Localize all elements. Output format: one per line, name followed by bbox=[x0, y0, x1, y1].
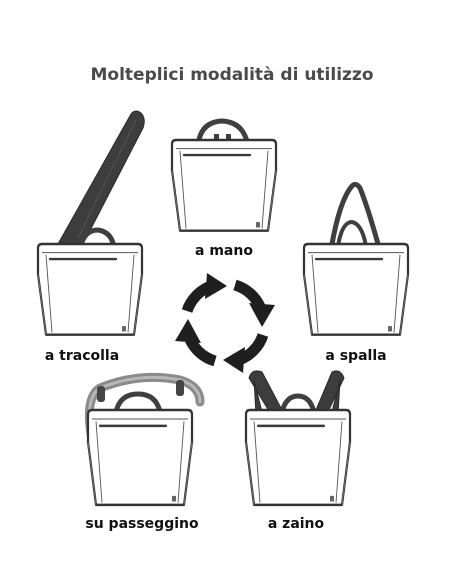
mode-label-su-passeggino: su passeggino bbox=[85, 516, 199, 532]
page-title: Molteplici modalità di utilizzo bbox=[90, 65, 373, 85]
bag-hand-carry-illustration bbox=[170, 118, 278, 232]
mode-label-a-spalla: a spalla bbox=[325, 348, 386, 364]
mode-label-a-tracolla: a tracolla bbox=[45, 348, 119, 364]
bag-stroller-illustration bbox=[84, 372, 205, 507]
bag-crossbody-illustration bbox=[36, 110, 145, 336]
mode-label-a-mano: a mano bbox=[195, 243, 253, 259]
bag-shoulder-illustration bbox=[302, 181, 410, 336]
mode-label-a-zaino: a zaino bbox=[268, 516, 325, 532]
bag-backpack-illustration bbox=[244, 370, 352, 507]
cycle-arrows-icon bbox=[175, 273, 275, 373]
